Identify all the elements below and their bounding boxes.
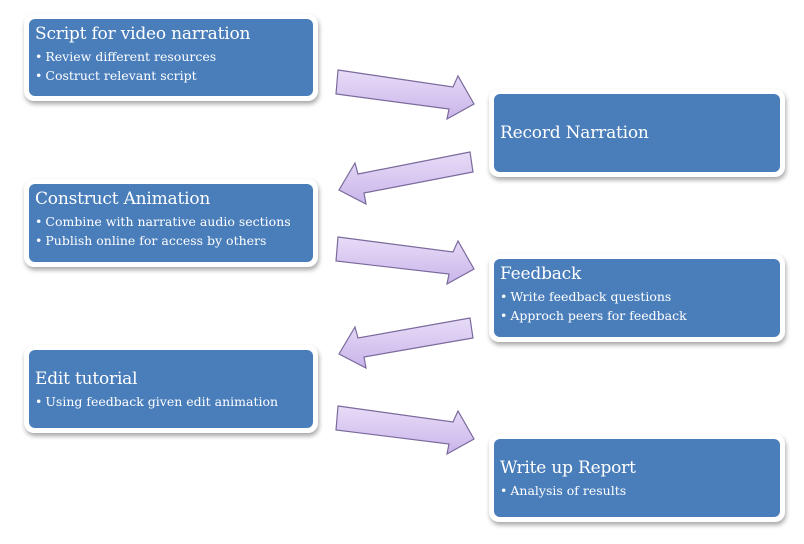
step-construct-animation: Construct Animation Combine with narrati… — [24, 179, 318, 267]
step-bullet: Publish online for access by others — [35, 231, 307, 250]
step-bullet: Analysis of results — [500, 481, 774, 500]
step-bullet: Using feedback given edit animation — [35, 392, 307, 411]
step-record-narration: Record Narration — [489, 89, 785, 177]
arrow-left-2 — [338, 317, 474, 370]
step-title: Edit tutorial — [35, 368, 138, 389]
arrow-right-2 — [335, 236, 475, 286]
step-bullet: Approch peers for feedback — [500, 306, 774, 325]
step-script: Script for video narration Review differ… — [24, 14, 318, 101]
step-title: Write up Report — [500, 457, 636, 478]
step-feedback: Feedback Write feedback questions Approc… — [489, 254, 785, 342]
step-bullet: Combine with narrative audio sections — [35, 212, 307, 231]
step-title: Script for video narration — [35, 24, 251, 44]
arrow-right-1 — [335, 69, 475, 121]
step-title: Construct Animation — [35, 189, 211, 209]
step-title: Feedback — [500, 264, 582, 284]
arrow-right-3 — [335, 405, 475, 456]
step-bullet: Review different resources — [35, 47, 307, 66]
step-bullet: Write feedback questions — [500, 287, 774, 306]
arrow-left-1 — [338, 151, 474, 206]
step-bullet: Costruct relevant script — [35, 66, 307, 85]
step-edit-tutorial: Edit tutorial Using feedback given edit … — [24, 345, 318, 433]
step-title: Record Narration — [500, 123, 649, 143]
step-write-report: Write up Report Analysis of results — [489, 434, 785, 522]
